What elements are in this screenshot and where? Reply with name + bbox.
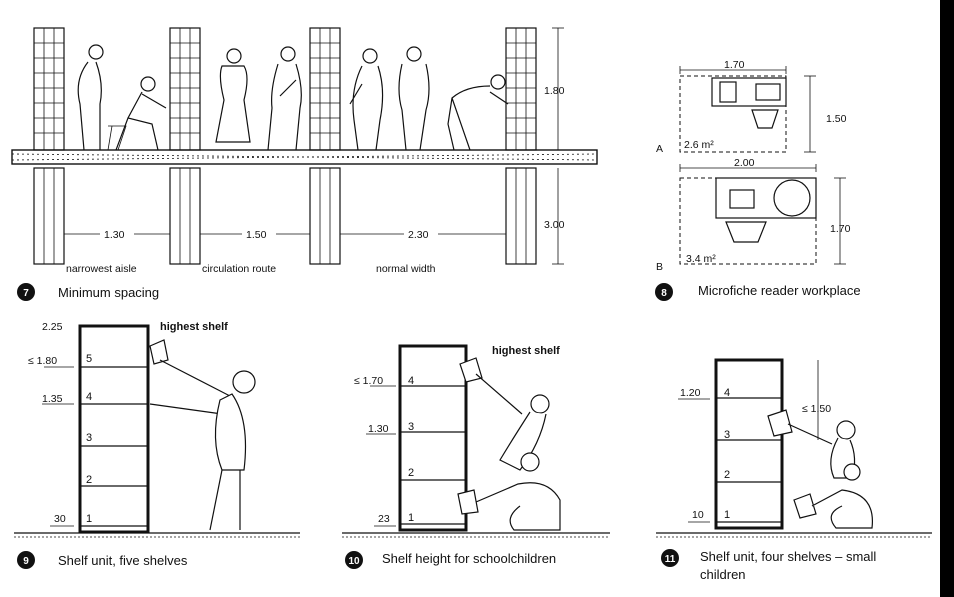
figure-7-badge: [17, 283, 35, 301]
shelf-4: 4: [86, 391, 92, 403]
zone-normal-width: normal width: [376, 263, 436, 275]
person-bending: [447, 74, 509, 151]
width-normal: 2.30: [408, 229, 429, 241]
height-30: 30: [54, 513, 66, 525]
height-1-30: 1.30: [368, 423, 389, 435]
shelf-3: 3: [86, 432, 92, 444]
workplace-a-outline: [679, 75, 787, 153]
height-2-25: 2.25: [42, 321, 63, 333]
height-1-80: 1.80: [544, 85, 565, 97]
school-shelf-4: 4: [408, 375, 414, 387]
figure-8-badge: [655, 283, 673, 301]
height-10: 10: [692, 509, 704, 521]
adult-reaching: [149, 339, 256, 531]
workplace-a-area: 2.6 m²: [684, 139, 714, 151]
person-standing-2: [215, 48, 251, 143]
figure-7: 1.30 1.50 2.30 narrowest aisle circulati…: [11, 27, 598, 301]
right-edge-bar: [940, 0, 954, 597]
height-1-35: 1.35: [42, 393, 63, 405]
height-le-1-80: ≤ 1.80: [28, 355, 57, 367]
figure-9-caption: Shelf unit, five shelves: [58, 553, 188, 568]
reach-le-1-50: ≤ 1.50: [802, 403, 831, 415]
figure-10: 4 3 2 1 ≤ 1.70 1.30 23 highest shelf 10 …: [342, 344, 610, 569]
figure-10-number: 10: [348, 556, 360, 567]
small-shelf-4: 4: [724, 387, 730, 399]
zone-circulation-route: circulation route: [202, 263, 276, 275]
small-children: [767, 409, 874, 529]
figure-10-badge: [345, 551, 363, 569]
small-shelf-3: 3: [724, 429, 730, 441]
shelf-2: 2: [86, 474, 92, 486]
figure-11-number: 11: [665, 554, 676, 565]
person-standing-3: [267, 46, 302, 151]
small-shelf-2: 2: [724, 469, 730, 481]
workplace-b-area: 3.4 m²: [686, 253, 716, 265]
person-standing-5: [398, 46, 430, 151]
workplace-b-outline: [679, 177, 817, 265]
school-shelf-3: 3: [408, 421, 414, 433]
people-illustration: [77, 44, 509, 151]
shelf-unit-four: [714, 358, 784, 530]
upper-shelf-stacks: [33, 27, 537, 151]
figure-7-number: 7: [23, 288, 29, 299]
figure-8-caption: Microfiche reader workplace: [698, 283, 861, 298]
figure-11-badge: [661, 549, 679, 567]
figure-9-number: 9: [23, 556, 29, 567]
workplace-a-width: 1.70: [724, 59, 745, 71]
width-circulation: 1.50: [246, 229, 267, 241]
workplace-a-depth: 1.50: [826, 113, 847, 125]
workplace-b-desk: [715, 177, 817, 219]
width-narrowest: 1.30: [104, 229, 125, 241]
plan-stacks: [33, 167, 537, 265]
figure-11-caption-line1: Shelf unit, four shelves – small: [700, 549, 876, 564]
figure-9: 5 4 3 2 1 2.25 ≤ 1.80 1.35 30 highest sh…: [14, 321, 300, 569]
school-shelf-2: 2: [408, 467, 414, 479]
workplace-a-desk: [711, 77, 787, 107]
person-standing-4: [349, 48, 384, 151]
small-shelf-1: 1: [724, 509, 730, 521]
figure-9-badge: [17, 551, 35, 569]
figure-10-caption: Shelf height for schoolchildren: [382, 551, 556, 566]
workplace-a-letter: A: [656, 143, 663, 155]
height-1-20: 1.20: [680, 387, 701, 399]
figure-7-caption: Minimum spacing: [58, 285, 159, 300]
person-standing-1: [77, 44, 104, 151]
shelf-unit-five: [78, 324, 150, 534]
person-seated: [107, 76, 167, 151]
workplace-b-letter: B: [656, 261, 663, 273]
shelf-unit-school: [398, 344, 468, 532]
height-le-1-70: ≤ 1.70: [354, 375, 383, 387]
figure-11-caption-line2: children: [700, 567, 746, 582]
shelf-1: 1: [86, 513, 92, 525]
workplace-b-depth: 1.70: [830, 223, 851, 235]
highest-shelf-label-9: highest shelf: [160, 321, 228, 333]
figure-11: 4 3 2 1 1.20 10 ≤ 1.50 11 Shelf unit, fo…: [656, 358, 932, 582]
figure-8-number: 8: [661, 288, 667, 299]
figure-8: 1.70 1.50 2.6 m² A 2.00 1.70 3.4 m² B 8 …: [655, 59, 861, 301]
workplace-b-width: 2.00: [734, 157, 755, 169]
shelf-5: 5: [86, 353, 92, 365]
height-3-00: 3.00: [544, 219, 565, 231]
zone-narrowest-aisle: narrowest aisle: [66, 263, 137, 275]
floor-slab: [11, 149, 598, 165]
highest-shelf-label-10: highest shelf: [492, 345, 560, 357]
height-23: 23: [378, 513, 390, 525]
school-shelf-1: 1: [408, 512, 414, 524]
children-reaching: [457, 357, 561, 531]
